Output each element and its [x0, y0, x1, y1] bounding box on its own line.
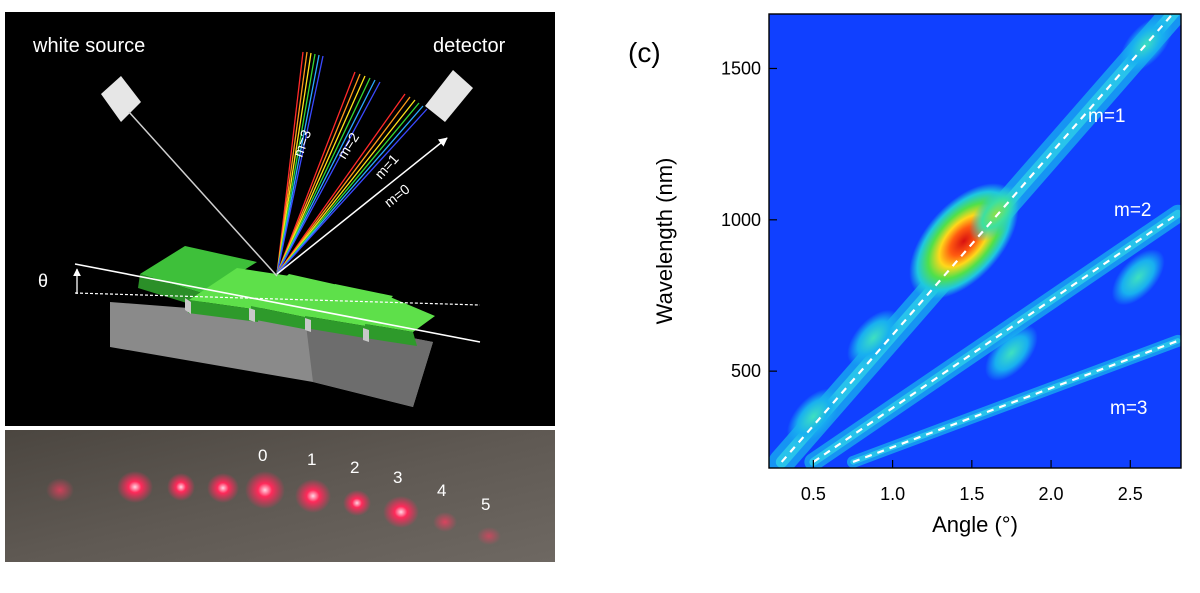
photo-svg: 0 1 2 3 4 5 — [5, 430, 555, 562]
theta-label: θ — [38, 271, 48, 291]
x-axis-label: Angle (°) — [932, 512, 1018, 537]
x-tick-label-0: 0.5 — [801, 484, 826, 504]
spot-label-3: 3 — [393, 468, 402, 487]
map-svg: (c) 0.5 1.0 1.5 2.0 2.5 500 1000 1500 Angle (°… — [628, 13, 1182, 537]
map-label-m1: m=1 — [1088, 106, 1126, 127]
fit-line-m=3 — [852, 339, 1179, 463]
map-label-m3: m=3 — [1110, 398, 1148, 419]
spot-order-labels: 0 1 2 3 4 5 — [258, 446, 490, 514]
panel-label-c: (c) — [628, 37, 661, 68]
y-tick-label-2: 1500 — [721, 58, 761, 78]
grating-normal-line — [74, 263, 481, 343]
x-tick-label-1: 1.0 — [880, 484, 905, 504]
detector-label: detector — [433, 35, 506, 57]
map-panel: (c) 0.5 1.0 1.5 2.0 2.5 500 1000 1500 Angle (°… — [600, 0, 1200, 588]
spot-label-5: 5 — [481, 495, 490, 514]
source-label: white source — [32, 35, 145, 57]
fit-lines — [780, 14, 1179, 463]
map-order-labels: m=1 m=2 m=3 — [1088, 106, 1152, 419]
detector — [425, 70, 473, 122]
spot-label-1: 1 — [307, 450, 316, 469]
hotspot-4 — [985, 324, 1038, 381]
incident-beam — [128, 111, 278, 277]
spot-label-2: 2 — [350, 458, 359, 477]
x-tick-label-3: 2.0 — [1039, 484, 1064, 504]
y-axis: 500 1000 1500 — [721, 58, 777, 381]
hotspot-1 — [969, 185, 1022, 242]
zero-order-beam — [276, 137, 448, 275]
horizontal-reference-line — [74, 292, 481, 306]
plot-frame — [768, 13, 1182, 469]
hotspot-3 — [786, 388, 840, 445]
photo-panel: 0 1 2 3 4 5 — [5, 430, 555, 562]
x-axis: 0.5 1.0 1.5 2.0 2.5 — [801, 460, 1143, 504]
fit-line-m=2 — [812, 212, 1179, 463]
y-axis-label: Wavelength (nm) — [652, 158, 677, 325]
schematic-panel: θ white source detector — [5, 12, 555, 426]
y-tick-label-1: 1000 — [721, 210, 761, 230]
hotspot-5 — [1111, 249, 1165, 306]
schematic-svg: θ white source detector — [5, 12, 555, 426]
detector-box — [425, 70, 473, 122]
x-tick-label-4: 2.5 — [1118, 484, 1143, 504]
diffraction-spots — [46, 471, 501, 545]
spot-label-4: 4 — [437, 481, 446, 500]
map-label-m2: m=2 — [1114, 200, 1152, 221]
white-source — [101, 76, 278, 277]
hotspot-2 — [847, 309, 900, 366]
heatmap-area — [769, 14, 1181, 468]
y-tick-label-0: 500 — [731, 361, 761, 381]
x-tick-label-2: 1.5 — [959, 484, 984, 504]
fit-line-m=1 — [780, 14, 1175, 463]
source-box — [101, 76, 141, 122]
grating-ribs — [138, 246, 435, 346]
spot-label-0: 0 — [258, 446, 267, 465]
diffraction-fans — [276, 51, 428, 275]
